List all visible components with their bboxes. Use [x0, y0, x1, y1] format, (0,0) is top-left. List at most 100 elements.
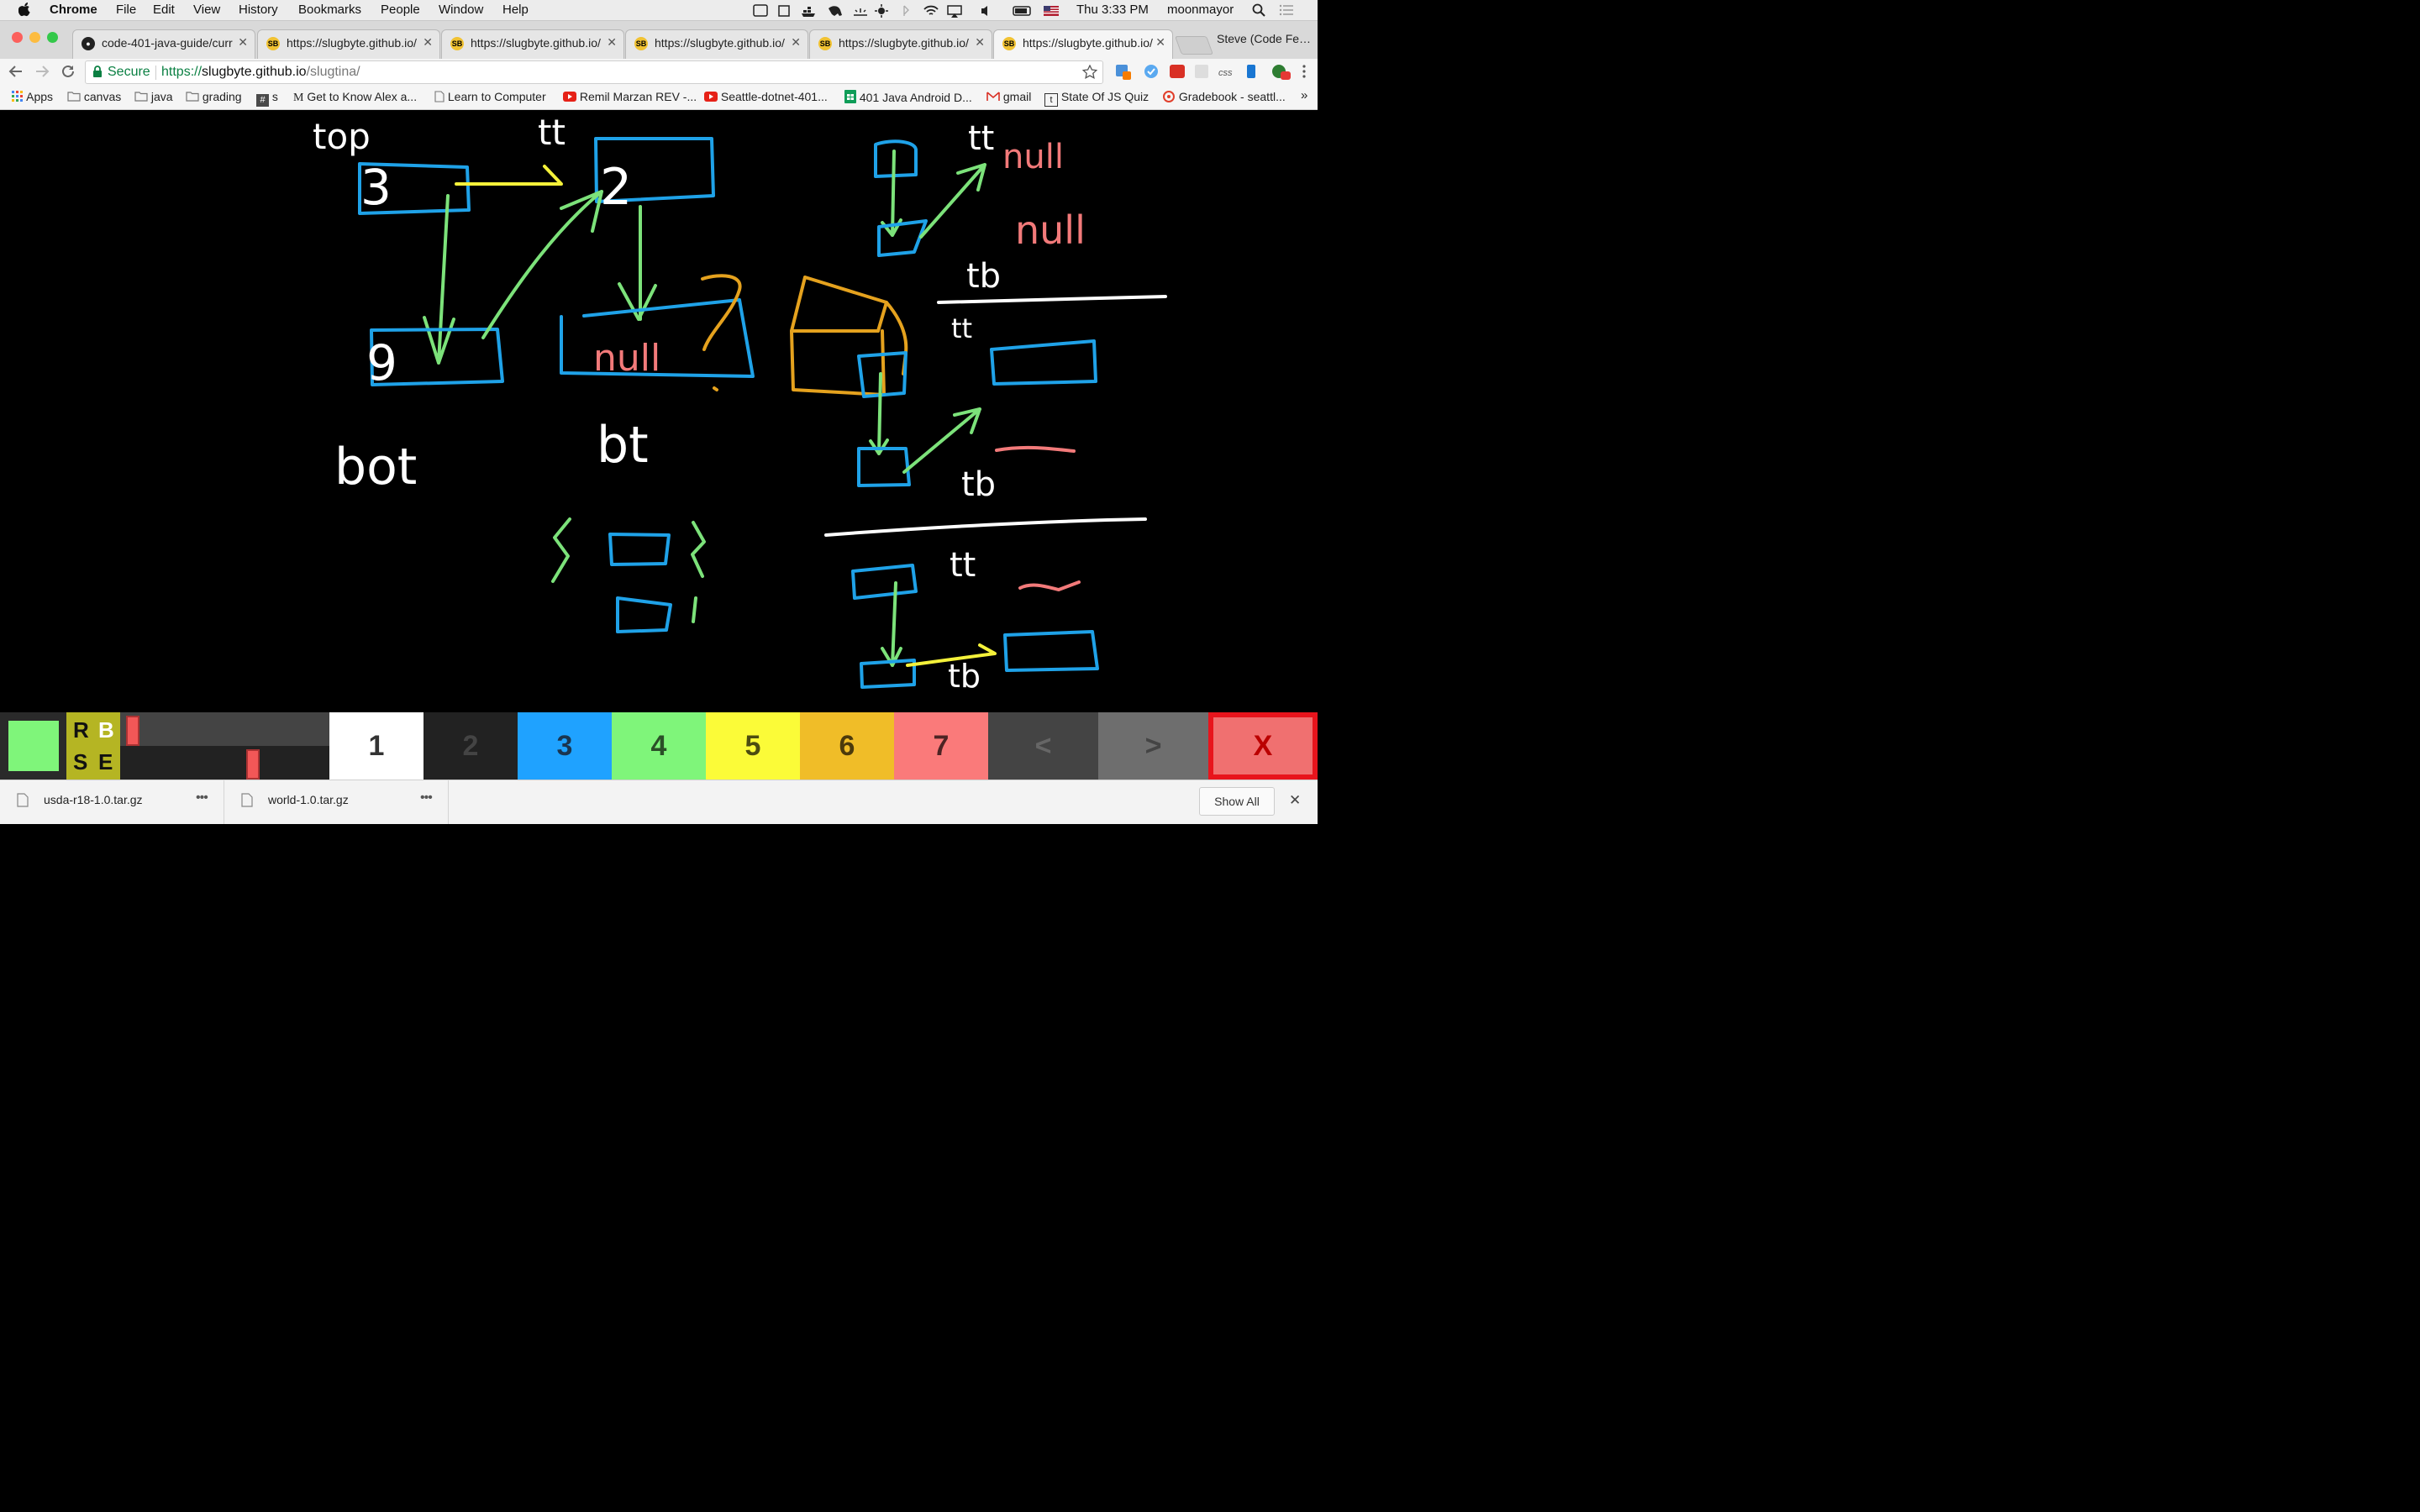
- tab-slugbyte-3[interactable]: SB https://slugbyte.github.io/ ✕: [625, 29, 808, 59]
- menu-window[interactable]: Window: [439, 3, 484, 17]
- window-close-button[interactable]: [12, 32, 23, 43]
- arrow-3-to-2: [455, 165, 563, 186]
- right-node-f: [851, 564, 918, 600]
- menu-edit[interactable]: Edit: [153, 3, 175, 17]
- tab-slugbyte-4[interactable]: SB https://slugbyte.github.io/ ✕: [809, 29, 992, 59]
- divider-line-2: [824, 517, 1147, 537]
- notification-center-icon[interactable]: [1279, 3, 1294, 20]
- brush-size-slider[interactable]: [120, 712, 329, 746]
- bookmark-s[interactable]: # s: [256, 90, 278, 107]
- new-tab-button[interactable]: [1174, 36, 1214, 55]
- bookmark-learn-to-computer[interactable]: Learn to Computer: [434, 90, 546, 103]
- bookmark-state-of-js[interactable]: t State Of JS Quiz: [1044, 90, 1149, 107]
- clear-button[interactable]: X: [1208, 712, 1318, 780]
- color-button-3[interactable]: 3: [518, 712, 612, 780]
- color-button-5[interactable]: 5: [706, 712, 800, 780]
- bookmarks-bar: Apps canvas java grading # s M Get to Kn…: [0, 86, 1318, 110]
- menu-history[interactable]: History: [239, 3, 278, 17]
- tab-slugbyte-2[interactable]: SB https://slugbyte.github.io/ ✕: [441, 29, 624, 59]
- color-button-1[interactable]: 1: [329, 712, 424, 780]
- slugbyte-favicon-icon: SB: [450, 37, 464, 50]
- window-minimize-button[interactable]: [29, 32, 40, 43]
- medium-icon: M: [293, 92, 304, 104]
- brace-box-2: [616, 596, 672, 633]
- bookmark-seattle-dotnet[interactable]: Seattle-dotnet-401...: [704, 90, 828, 103]
- color-button-7[interactable]: 7: [894, 712, 988, 780]
- brush-size-handle[interactable]: [126, 716, 139, 746]
- tab-close-icon[interactable]: ✕: [238, 35, 248, 49]
- apps-grid-icon: [12, 91, 23, 102]
- status-icons: [753, 3, 1064, 22]
- bookmark-java[interactable]: java: [134, 90, 173, 103]
- window-zoom-button[interactable]: [47, 32, 58, 43]
- arrow-a-down: [881, 150, 902, 237]
- brace-box-1: [608, 533, 671, 566]
- menu-view[interactable]: View: [193, 3, 221, 17]
- extension-icons[interactable]: css: [1114, 63, 1299, 86]
- tab-close-icon[interactable]: ✕: [975, 35, 985, 49]
- download-item-1[interactable]: usda-r18-1.0.tar.gz •••: [0, 780, 224, 824]
- next-button[interactable]: >: [1098, 712, 1208, 780]
- gmail-icon: [986, 92, 1000, 101]
- menu-help[interactable]: Help: [502, 3, 529, 17]
- download-more-icon[interactable]: •••: [196, 790, 208, 805]
- menu-people[interactable]: People: [381, 3, 420, 17]
- bookmark-label: java: [150, 90, 173, 103]
- bookmark-label: Get to Know Alex a...: [307, 90, 418, 103]
- tab-slugbyte-active[interactable]: SB https://slugbyte.github.io/ ✕: [993, 29, 1173, 59]
- button-e[interactable]: E: [98, 749, 113, 774]
- bookmark-star-icon[interactable]: [1081, 64, 1098, 84]
- bookmark-gradebook[interactable]: Gradebook - seattl...: [1162, 90, 1286, 103]
- bookmark-get-to-know-alex[interactable]: M Get to Know Alex a...: [293, 90, 417, 105]
- back-arrow-icon[interactable]: [8, 64, 24, 83]
- tab-close-icon[interactable]: ✕: [607, 35, 617, 49]
- profile-name[interactable]: Steve (Code Fe…: [1217, 32, 1312, 45]
- reload-icon[interactable]: [60, 64, 76, 83]
- youtube-icon: [704, 92, 718, 102]
- button-r[interactable]: R: [73, 717, 89, 743]
- color-button-4[interactable]: 4: [612, 712, 706, 780]
- button-b[interactable]: B: [98, 717, 114, 743]
- color-button-2[interactable]: 2: [424, 712, 518, 780]
- bookmark-apps[interactable]: Apps: [12, 90, 53, 103]
- menubar-user[interactable]: moonmayor: [1167, 3, 1234, 17]
- forward-arrow-icon[interactable]: [34, 64, 50, 83]
- download-filename: usda-r18-1.0.tar.gz: [44, 793, 143, 806]
- close-downloads-icon[interactable]: ✕: [1289, 792, 1302, 808]
- bookmark-canvas[interactable]: canvas: [67, 90, 121, 103]
- address-bar[interactable]: Secure https://slugbyte.github.io/slugti…: [85, 60, 1103, 84]
- slugbyte-favicon-icon: SB: [1002, 37, 1016, 50]
- menu-app-chrome[interactable]: Chrome: [50, 3, 97, 17]
- label-tb-1: tb: [966, 257, 1001, 296]
- brush-opacity-slider[interactable]: [120, 746, 329, 780]
- divider-line-1: [937, 295, 1167, 304]
- menu-bookmarks[interactable]: Bookmarks: [298, 3, 362, 17]
- bookmark-grading[interactable]: grading: [186, 90, 242, 103]
- menubar-clock[interactable]: Thu 3:33 PM: [1076, 3, 1149, 17]
- bookmarks-overflow-icon[interactable]: »: [1301, 88, 1308, 102]
- bookmark-401-java-android[interactable]: 401 Java Android D...: [844, 90, 972, 104]
- tab-close-icon[interactable]: ✕: [423, 35, 433, 49]
- bookmark-gmail[interactable]: gmail: [986, 90, 1031, 103]
- color-button-6[interactable]: 6: [800, 712, 894, 780]
- apple-icon[interactable]: [18, 2, 32, 20]
- spotlight-search-icon[interactable]: [1252, 3, 1265, 20]
- download-more-icon[interactable]: •••: [420, 790, 433, 805]
- menu-file[interactable]: File: [116, 3, 137, 17]
- brush-opacity-handle[interactable]: [246, 749, 260, 780]
- prev-button[interactable]: <: [988, 712, 1098, 780]
- arrow-2-to-null: [618, 205, 657, 321]
- tab-close-icon[interactable]: ✕: [1155, 35, 1165, 49]
- file-icon: [17, 793, 29, 807]
- chrome-menu-icon[interactable]: [1302, 65, 1306, 82]
- tab-slugbyte-1[interactable]: SB https://slugbyte.github.io/ ✕: [257, 29, 440, 59]
- tab-close-icon[interactable]: ✕: [791, 35, 801, 49]
- download-item-2[interactable]: world-1.0.tar.gz •••: [224, 780, 449, 824]
- red-scribble-1: [995, 445, 1076, 453]
- button-s[interactable]: S: [73, 749, 88, 774]
- show-all-button[interactable]: Show All: [1199, 787, 1275, 816]
- bookmark-remil-marzan[interactable]: Remil Marzan REV -...: [563, 90, 697, 103]
- bookmark-label: 401 Java Android D...: [859, 91, 972, 104]
- drawing-canvas[interactable]: top 3 tt 2 9 bot null bt tt null: [0, 110, 1318, 712]
- tab-github[interactable]: ● code-401-java-guide/curr ✕: [72, 29, 255, 59]
